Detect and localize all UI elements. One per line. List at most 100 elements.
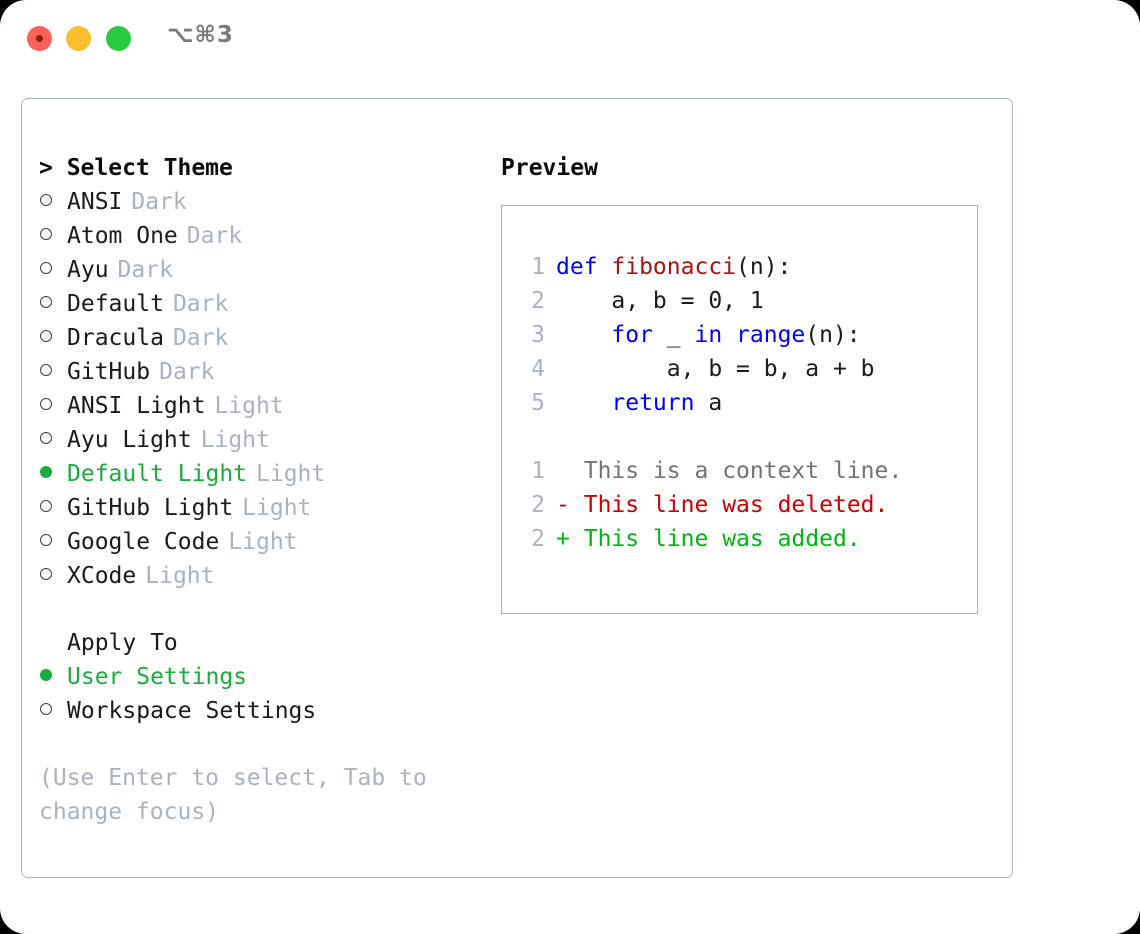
- preview-heading: Preview: [501, 155, 598, 181]
- diff-line-text: This line was deleted.: [583, 492, 889, 518]
- theme-option[interactable]: Atom One Dark: [39, 219, 489, 253]
- theme-option-variant-tag: Dark: [131, 189, 187, 215]
- code-token: a, b = 0, 1: [556, 288, 764, 314]
- code-token: [556, 322, 611, 348]
- theme-option-variant-tag: Light: [242, 495, 312, 521]
- apply-to-option-label: User Settings: [67, 664, 248, 690]
- code-token: def: [556, 254, 612, 280]
- diff-line: 2 + This line was added.: [515, 522, 971, 556]
- apply-to-option-label: Workspace Settings: [67, 698, 317, 724]
- theme-option[interactable]: Ayu Dark: [39, 253, 489, 287]
- code-token: [556, 390, 611, 416]
- theme-option[interactable]: Google Code Light: [39, 525, 489, 559]
- theme-option[interactable]: Default Dark: [39, 287, 489, 321]
- code-token: _: [652, 322, 695, 348]
- theme-option[interactable]: ANSI Dark: [39, 185, 489, 219]
- theme-option[interactable]: Ayu Light Light: [39, 423, 489, 457]
- theme-option-label: Default: [67, 291, 164, 317]
- code-line-text: def fibonacci(n):: [556, 250, 791, 284]
- theme-option-label: Default Light: [67, 461, 248, 487]
- diff-sign: [556, 454, 570, 488]
- theme-option-label: Ayu Light: [67, 427, 192, 453]
- theme-option-label: Ayu: [67, 257, 109, 283]
- line-number: 3: [531, 322, 545, 348]
- theme-option-variant-tag: Light: [200, 427, 270, 453]
- code-blank-line: [515, 420, 971, 454]
- theme-option-variant-tag: Dark: [172, 291, 229, 317]
- line-number: 2: [531, 526, 545, 552]
- theme-option-label: XCode: [67, 563, 137, 589]
- code-token: a, b = b, a + b: [556, 356, 875, 382]
- theme-option-variant-tag: Light: [214, 393, 284, 419]
- code-token: (n):: [805, 322, 861, 348]
- line-number: 2: [531, 288, 545, 314]
- diff-line: 1 This is a context line.: [515, 454, 971, 488]
- diff-gap: [570, 454, 584, 488]
- theme-option-variant-tag: Light: [256, 461, 326, 487]
- code-token: in range: [694, 322, 806, 348]
- close-window-button[interactable]: [27, 26, 52, 51]
- code-token: (n):: [736, 254, 792, 280]
- code-line-text: return a: [556, 386, 722, 420]
- theme-option-variant-tag: Dark: [117, 257, 173, 283]
- code-line: 4 a, b = b, a + b: [515, 352, 971, 386]
- theme-option-label: GitHub: [67, 359, 151, 385]
- code-line-text: for _ in range(n):: [556, 318, 861, 352]
- code-token: for: [611, 322, 653, 348]
- spacer: [39, 593, 489, 626]
- diff-sign: +: [556, 526, 570, 552]
- line-number: 4: [531, 356, 545, 382]
- theme-option-label: ANSI Light: [67, 393, 206, 419]
- theme-option-label: ANSI: [67, 189, 123, 215]
- theme-option-variant-tag: Light: [145, 563, 215, 589]
- diff-sign: -: [556, 492, 570, 518]
- theme-option-variant-tag: Light: [228, 529, 298, 555]
- keyboard-hint-text: (Use Enter to select, Tab to change focu…: [39, 765, 441, 825]
- apply-to-option[interactable]: User Settings: [39, 660, 489, 694]
- code-line-text: a, b = 0, 1: [556, 284, 764, 318]
- theme-option-variant-tag: Dark: [172, 325, 229, 351]
- theme-option-label: Google Code: [67, 529, 220, 555]
- title-bar: ⌥⌘3: [0, 0, 1140, 78]
- code-token: fibonacci: [611, 254, 737, 280]
- diff-line-text: This is a context line.: [583, 458, 903, 484]
- code-line: 3 for _ in range(n):: [515, 318, 971, 352]
- diff-gap: [570, 488, 584, 522]
- theme-option-label: Atom One: [67, 223, 178, 249]
- diff-line: 2- This line was deleted.: [515, 488, 971, 522]
- code-line-text: a, b = b, a + b: [556, 352, 875, 386]
- spacer: [39, 728, 489, 761]
- diff-gap: [570, 522, 584, 556]
- select-theme-heading: > Select Theme: [39, 155, 233, 181]
- theme-option-label: Dracula: [67, 325, 164, 351]
- theme-option[interactable]: GitHub Light Light: [39, 491, 489, 525]
- theme-option[interactable]: Dracula Dark: [39, 321, 489, 355]
- theme-option[interactable]: ANSI Light Light: [39, 389, 489, 423]
- maximize-window-button[interactable]: [106, 26, 131, 51]
- code-line: 2 a, b = 0, 1: [515, 284, 971, 318]
- line-number: 1: [531, 254, 545, 280]
- window-title: ⌥⌘3: [167, 22, 234, 48]
- minimize-window-button[interactable]: [66, 26, 91, 51]
- diff-line-text: This line was added.: [583, 526, 861, 552]
- apply-to-option[interactable]: Workspace Settings: [39, 694, 489, 728]
- line-number: 5: [531, 390, 545, 416]
- theme-option-variant-tag: Dark: [186, 223, 243, 249]
- code-line: 1 def fibonacci(n):: [515, 250, 971, 284]
- line-number: 2: [531, 492, 545, 518]
- code-line: 5 return a: [515, 386, 971, 420]
- theme-option-label: GitHub Light: [67, 495, 234, 521]
- theme-option[interactable]: XCode Light: [39, 559, 489, 593]
- code-token: return: [611, 390, 695, 416]
- theme-option[interactable]: Default Light Light: [39, 457, 489, 491]
- code-token: a: [694, 390, 723, 416]
